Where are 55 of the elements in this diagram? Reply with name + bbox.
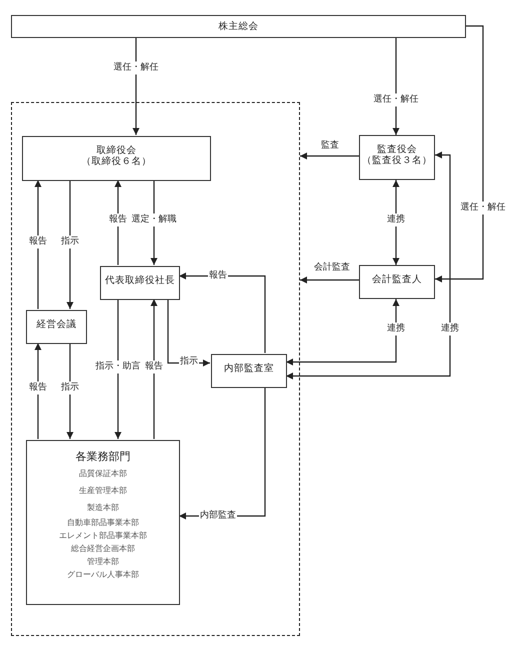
edge-label: 報告 [28, 382, 48, 394]
edge-label: 選定・解職 [130, 214, 178, 226]
box-title: 株主総会 [218, 21, 258, 32]
department-name: 品質保証本部 [79, 468, 127, 479]
department-heading: 各業務部門 [76, 451, 130, 462]
arrow [66, 343, 74, 439]
department-name: 自動車部品事業本部 [67, 517, 139, 528]
arrow [286, 152, 451, 380]
box-title: 取締役会（取締役６名） [80, 145, 152, 167]
org-box [359, 265, 435, 299]
arrow [34, 343, 42, 439]
edge-label: 選任・解任 [112, 62, 160, 74]
edge-label: 選任・解任 [460, 202, 506, 214]
edge-label: 選任・解任 [372, 94, 420, 106]
edge-label: 連携 [386, 214, 406, 226]
department-name: 製造本部 [87, 502, 119, 513]
arrow [150, 299, 158, 439]
department-name: 生産管理本部 [79, 485, 127, 496]
edge-label: 指示 [60, 236, 80, 248]
box-title: 代表取締役社長 [105, 275, 175, 286]
arrow [114, 299, 122, 439]
edge-label: 報告 [108, 214, 128, 226]
box-title: 経営会議 [36, 319, 76, 330]
arrow [66, 180, 74, 309]
edge-label: 報告 [144, 360, 164, 374]
arrow [34, 180, 42, 309]
box-title: 内部監査室 [224, 363, 274, 374]
org-box [359, 135, 435, 180]
arrow [286, 299, 400, 366]
org-box [100, 266, 180, 300]
department-name: エレメント部品事業本部 [59, 530, 147, 541]
edge-label: 指示 [60, 382, 80, 394]
department-name: 総合経営企画本部 [71, 543, 135, 554]
edge-label: 連携 [386, 322, 406, 336]
org-box [26, 310, 87, 344]
arrow [392, 38, 400, 135]
edge-label: 報告 [28, 236, 48, 248]
department-name: 管理本部 [87, 556, 119, 567]
arrow [300, 276, 359, 284]
dashed-frame [11, 102, 300, 636]
edge-label: 連携 [440, 322, 460, 336]
arrow [392, 180, 400, 265]
edge-label: 指示・助言 [94, 360, 142, 374]
org-box [11, 15, 466, 38]
department-name: グローバル人事本部 [67, 569, 139, 580]
box-title: 監査役会（監査役３名） [361, 144, 433, 166]
org-box [26, 440, 180, 605]
arrow [114, 180, 122, 265]
box-title: 会計監査人 [372, 274, 422, 285]
arrow [435, 25, 484, 282]
arrow [300, 152, 359, 160]
arrow [179, 272, 266, 353]
org-box [211, 354, 287, 388]
arrow [167, 299, 210, 366]
org-box [22, 136, 211, 181]
